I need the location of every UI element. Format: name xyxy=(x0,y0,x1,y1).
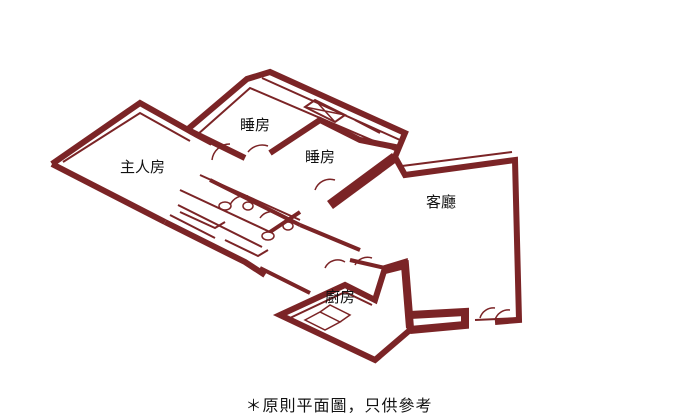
door-swings xyxy=(211,143,511,321)
kitchen-walls xyxy=(272,258,414,364)
footnote-disclaimer: ＊原則平面圖，只供參考 xyxy=(245,396,433,415)
room-label-bedroom-1: 睡房 xyxy=(240,116,270,134)
bath-fixtures xyxy=(218,201,294,241)
room-label-bedroom-2: 睡房 xyxy=(305,148,335,166)
room-label-kitchen: 廚房 xyxy=(325,288,355,306)
bedrooms-walls xyxy=(186,68,409,161)
room-label-master-bedroom: 主人房 xyxy=(120,158,165,176)
room-label-living-room: 客廳 xyxy=(426,193,456,211)
bathrooms-walls xyxy=(163,174,361,295)
living-room-walls xyxy=(327,151,523,334)
